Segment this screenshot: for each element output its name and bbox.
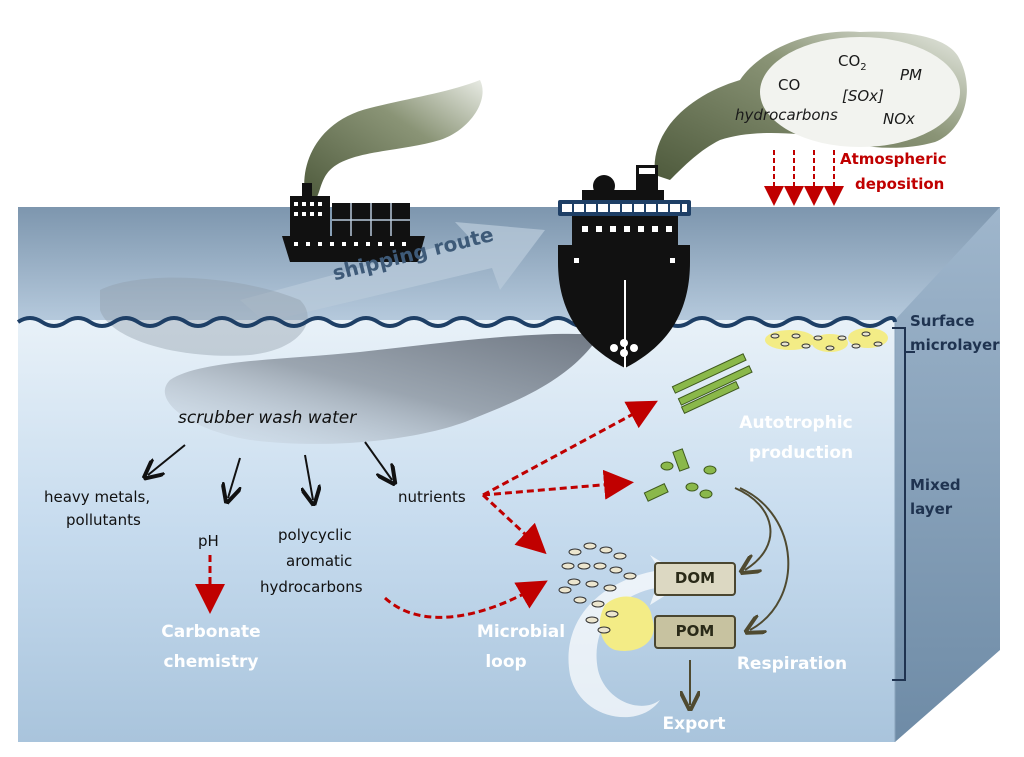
production-label: production	[748, 443, 854, 463]
loop-label: loop	[485, 652, 527, 672]
container-ship-smoke	[304, 80, 483, 200]
carbonate-label: Carbonate	[161, 622, 261, 642]
cruise-ship-icon	[558, 165, 691, 368]
heavy-metals-label: heavy metals,	[44, 488, 151, 506]
atmospheric-label: Atmospheric	[840, 150, 947, 168]
layer-bracket	[892, 327, 906, 681]
pom-box: POM	[654, 615, 736, 649]
microlayer-label: microlayer	[910, 336, 1000, 354]
sox-label: [SOx]	[842, 87, 884, 105]
pm-label: PM	[900, 66, 922, 84]
deposition-label: deposition	[855, 175, 945, 193]
bacteria-cluster	[558, 542, 654, 651]
scrubber-label: scrubber wash water	[178, 408, 357, 428]
co-label: CO	[778, 76, 801, 94]
nutrients-label: nutrients	[398, 488, 466, 506]
nox-label: NOx	[883, 110, 915, 128]
wave-line	[16, 316, 897, 328]
pah-label-3: hydrocarbons	[260, 578, 363, 596]
autotrophic-label: Autotrophic	[739, 413, 853, 433]
hydrocarbons-gas-label: hydrocarbons	[735, 106, 838, 124]
impact-arrows	[195, 400, 658, 619]
chemistry-label: chemistry	[163, 652, 259, 672]
scrubber-arrows	[148, 441, 392, 500]
phytoplankton-chains	[671, 353, 753, 414]
co2-label: CO2	[838, 52, 867, 73]
microbial-label: Microbial	[476, 622, 566, 642]
pah-label-1: polycyclic	[278, 526, 352, 544]
phytoplankton-cells	[643, 448, 717, 502]
ph-label: pH	[198, 532, 219, 550]
shipping-route-arrow	[240, 222, 545, 322]
dom-box: DOM	[654, 562, 736, 596]
respiration-arrows	[690, 487, 790, 705]
surface-label: Surface	[910, 312, 975, 330]
pah-label-2: aromatic	[286, 552, 353, 570]
microlayer-particles	[765, 328, 888, 352]
scrubber-plume	[164, 333, 600, 444]
mixed-label: Mixed	[910, 476, 961, 494]
export-label: Export	[662, 714, 726, 734]
layer-label: layer	[910, 500, 953, 518]
water-side-face	[895, 207, 1000, 742]
respiration-label: Respiration	[736, 654, 848, 674]
deposition-arrows	[764, 150, 844, 206]
pollutants-label: pollutants	[66, 511, 141, 529]
